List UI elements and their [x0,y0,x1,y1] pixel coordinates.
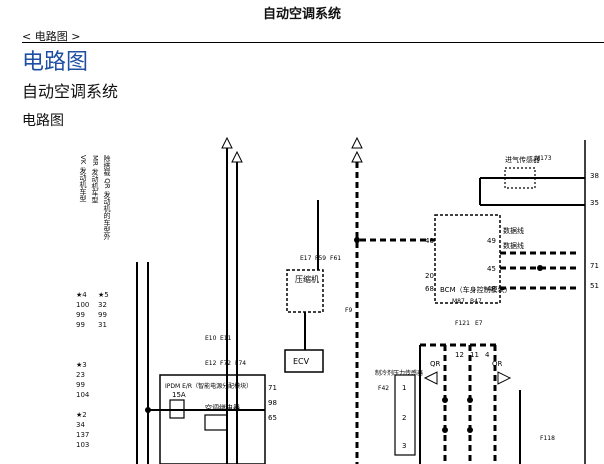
data-line-label-1: 数据线 [503,226,524,235]
pin-35: 35 [590,199,599,207]
connector-e12: E12 [205,360,217,367]
left-col-val: 23 [76,371,85,379]
left-col-star: ★2 [76,411,87,419]
junction-dot [145,407,151,413]
left-col-star: ★3 [76,361,87,369]
qr-arrow-1 [423,371,438,385]
section-title: 电路图 [22,113,64,129]
junction-dot [467,397,473,403]
legend-qr: 除搭载 QR 发动机的车型外 [103,155,111,240]
junction-dot [467,427,473,433]
left-col-4: ★2 34 137 103 [76,410,89,450]
pin-68: 68 [425,285,434,293]
relay-coil [204,414,228,431]
left-col-val: 34 [76,421,85,429]
connector-e17: E17 [300,255,312,262]
page-header-title: 自动空调系统 [262,7,341,22]
qr-label-1: QR [430,360,441,368]
left-col-val: 100 [76,301,90,309]
arrow-top-2 [231,150,243,163]
refrigerant-label: 制冷剂压力传感器 [375,369,423,377]
pin-11: 11 [470,351,479,359]
pin-2: 2 [402,414,406,422]
left-col-val: 104 [76,391,90,399]
refrigerant-box [394,374,416,456]
pin-38: 38 [590,172,599,180]
pin-45: 45 [487,265,496,273]
connector-f74: F74 [235,360,246,367]
left-col-val: 99 [98,311,107,319]
pin-51: 51 [590,282,599,290]
pin-12: 12 [455,351,464,359]
left-col-val: 32 [98,301,107,309]
left-col-val: 31 [98,321,107,329]
pin-49: 49 [487,237,496,245]
left-col-val: 103 [76,441,90,449]
pin-98: 98 [268,399,277,407]
fuse-label: 15A [172,391,186,399]
connector-m173: M173 [535,155,552,162]
left-col-val: 99 [76,381,85,389]
pin-71: 71 [590,262,599,270]
legend-mr: MR 发动机车型 [91,155,99,204]
compressor-label: 压缩机 [295,274,319,284]
left-col-2: ★5 32 99 31 [98,290,109,330]
data-line-label-2: 数据线 [503,241,524,250]
qr-arrow-2 [497,371,512,385]
breadcrumb[interactable]: < 电路图 > [22,30,81,43]
left-col-1: ★4 100 99 99 [76,290,89,330]
page-subheading: 自动空调系统 [22,82,119,101]
sensor-box [504,167,536,189]
ecv-box [284,349,324,373]
pin-4: 4 [485,351,490,359]
connector-f42: F42 [378,385,389,392]
connector-f59: F59 [315,255,326,262]
left-col-star: ★5 [98,291,109,299]
fuse-box [169,399,185,419]
page-heading: 电路图 [22,50,89,75]
pin-3: 3 [402,442,406,450]
pin-71b: 71 [268,384,277,392]
legend-vk: VK 发动机车型 [79,155,87,202]
left-col-val: 99 [76,311,85,319]
qr-label-2: QR [492,360,503,368]
ecv-label: ECV [293,357,310,366]
connector-f118: F118 [540,435,555,442]
junction-dot [442,397,448,403]
junction-dot [354,237,360,243]
arrow-top-1 [221,136,233,149]
pcm-box [159,374,266,464]
connector-f9: F9 [345,307,352,314]
pin-20: 20 [425,272,434,280]
bcm-box [434,214,501,304]
junction-dot [442,427,448,433]
left-col-3: ★3 23 99 104 [76,360,89,400]
connector-m87: M87 [452,298,465,305]
left-col-val: 99 [76,321,85,329]
sensor-label: 进气传感器 [505,155,540,164]
connector-e10: E10 [205,335,217,342]
pin-48: 48 [487,285,496,293]
connector-f121: F121 [455,320,470,327]
arrow-top-4 [351,150,363,163]
bcm-label: BCM（车身控制模块） [440,285,512,294]
header-divider [22,42,604,43]
connector-f61: F61 [330,255,341,262]
arrow-top-3 [351,136,363,149]
pin-65: 65 [268,414,277,422]
pin-40: 40 [425,237,434,245]
pin-1: 1 [402,384,406,392]
connector-b47: B47 [470,298,482,305]
connector-e7: E7 [475,320,483,327]
left-col-star: ★4 [76,291,87,299]
pcm-label: IPDM E/R（智能电源分配模块） [165,382,252,390]
left-col-val: 137 [76,431,90,439]
relay-label: 空调继电器 [205,403,240,412]
connector-f72: F72 [220,360,231,367]
connector-e11: E11 [220,335,232,342]
junction-dot [537,265,543,271]
